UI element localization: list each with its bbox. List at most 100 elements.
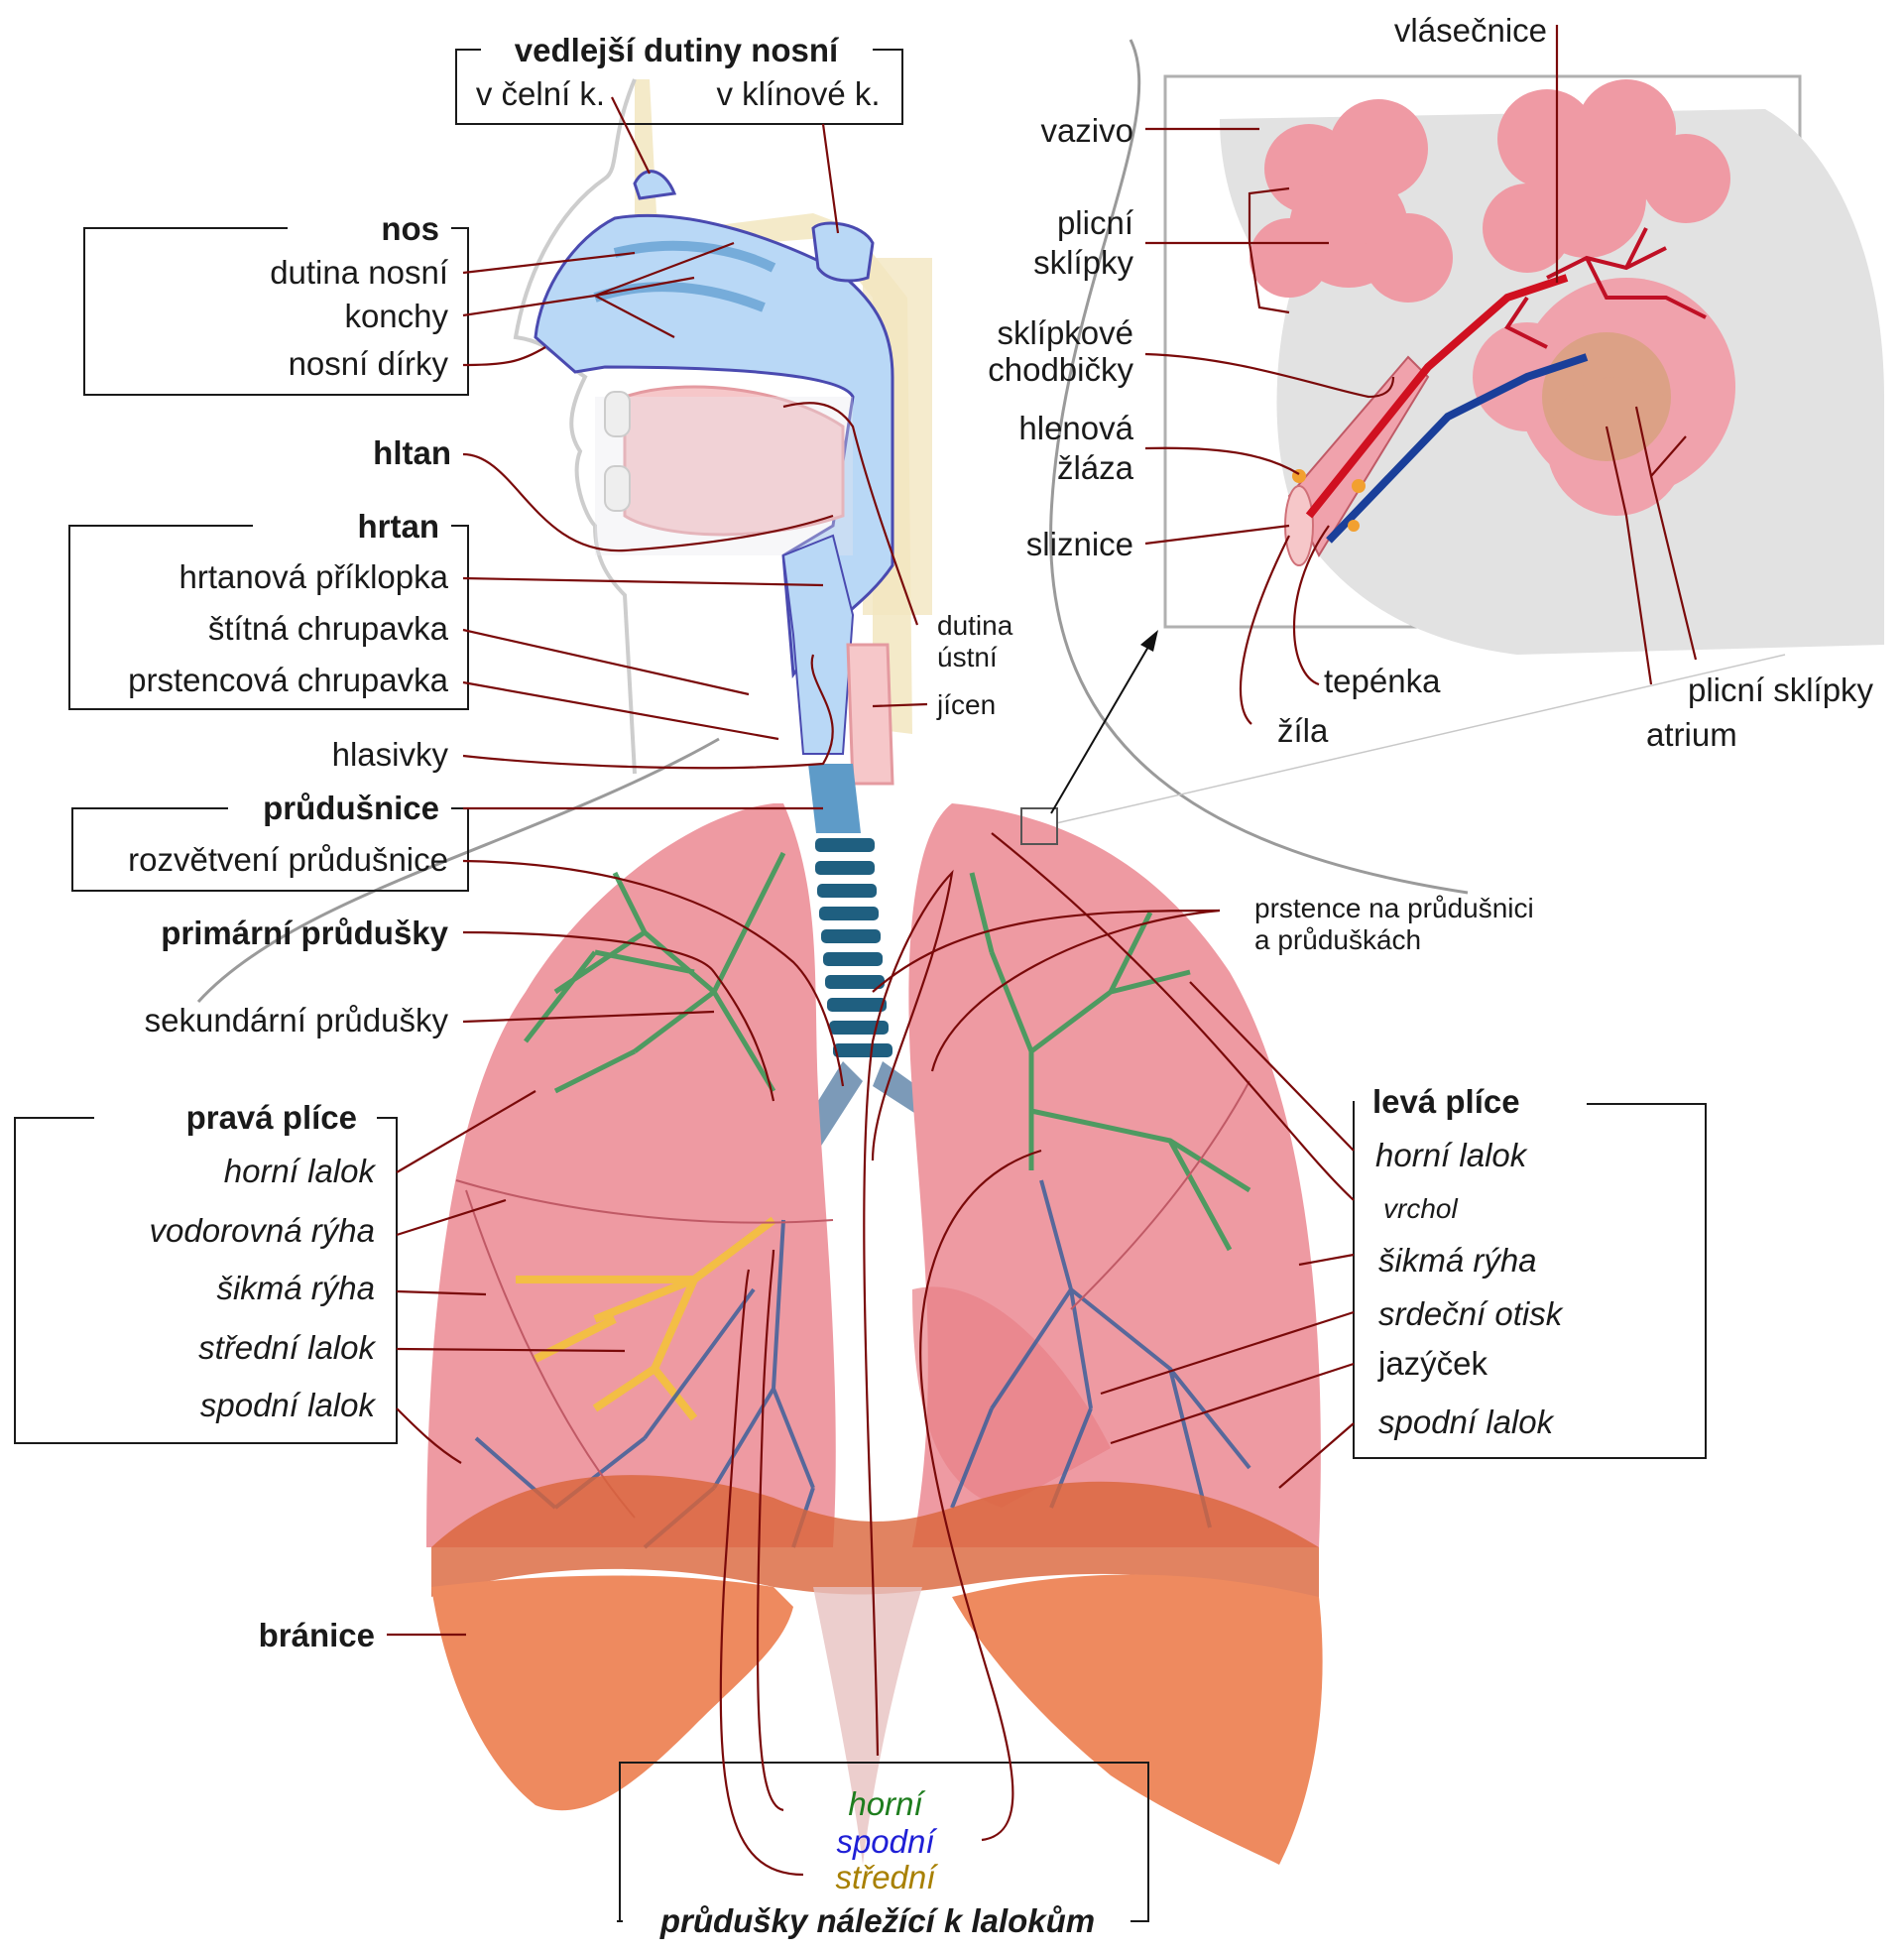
box-nose — [83, 227, 469, 396]
diaphragm-dome — [431, 1475, 1319, 1607]
head-guide-curve — [196, 737, 720, 1004]
tracheal-rings — [815, 838, 892, 1057]
left-oblique-fissure-line — [1070, 1080, 1250, 1310]
left-lower-bronchial-tree — [950, 1179, 1251, 1528]
frontal-sinus-shape — [633, 170, 677, 200]
concha-1 — [613, 240, 776, 273]
zoom-arrow — [1050, 634, 1156, 814]
label-alveolar-sacs: plicní sklípky — [1688, 671, 1874, 708]
guide-lines — [196, 39, 1786, 1004]
label-connective-tissue: vazivo — [1040, 112, 1133, 149]
label-epiglottis: hrtanová příklopka — [179, 558, 449, 595]
capillary-network — [1504, 227, 1707, 349]
right-lung-shape — [426, 803, 836, 1547]
tongue-region — [595, 397, 853, 555]
label-lobar-lower: spodní — [836, 1823, 937, 1860]
right-upper-bronchial-tree — [524, 851, 786, 1094]
head-section — [513, 78, 932, 786]
label-diaphragm: bránice — [259, 1617, 375, 1653]
label-nostrils: nosní dírky — [289, 345, 449, 382]
label-middle-lobe: střední lalok — [198, 1329, 376, 1366]
arteriole-vessel — [1305, 274, 1569, 519]
label-apex: vrchol — [1383, 1193, 1458, 1224]
box-sinuses — [455, 49, 903, 125]
label-right-oblique-fissure: šikmá rýha — [216, 1270, 375, 1306]
label-lobar-title: průdušky náležící k lalokům — [659, 1902, 1095, 1939]
sphenoid-sinus-shape — [811, 221, 875, 283]
right-middle-bronchial-tree — [516, 1216, 776, 1421]
label-lobar-upper: horní — [848, 1785, 925, 1822]
label-nose-title: nos — [381, 210, 439, 247]
label-mucosa: sliznice — [1026, 526, 1133, 562]
lower-teeth — [604, 465, 631, 512]
label-horizontal-fissure: vodorovná rýha — [150, 1212, 375, 1249]
larynx-shape — [781, 534, 855, 755]
diaphragm-section — [431, 1475, 1323, 1865]
box-right-lung — [14, 1117, 398, 1444]
label-right-lower-lobe: spodní lalok — [200, 1387, 377, 1423]
label-left-oblique-fissure: šikmá rýha — [1378, 1242, 1537, 1279]
label-sphenoid-sinus: v klínové k. — [716, 75, 880, 112]
diaphragm-lower-left — [431, 1575, 793, 1811]
label-venule: žíla — [1277, 712, 1329, 749]
right-horizontal-fissure-line — [455, 1179, 834, 1224]
oral-cavity-shape — [623, 385, 845, 537]
label-rings-1: prstence na průdušnici — [1254, 893, 1534, 923]
label-left-lung-title: levá plíce — [1372, 1083, 1520, 1120]
label-vocal-cords: hlasivky — [332, 736, 449, 773]
zoom-arrow-head — [1140, 630, 1158, 652]
label-cardiac-notch: srdeční otisk — [1378, 1295, 1564, 1332]
label-frontal-sinus: v čelní k. — [476, 75, 605, 112]
leader-lines — [387, 25, 1698, 1877]
label-alveoli-1: plicní — [1057, 204, 1133, 241]
label-sinuses-title: vedlejší dutiny nosní — [515, 32, 840, 68]
label-rings-2: a průduškách — [1254, 924, 1421, 955]
trachea-upper — [808, 764, 861, 833]
label-left-upper-lobe: horní lalok — [1375, 1137, 1528, 1173]
diaphragm-center — [813, 1587, 922, 1865]
label-esophagus: jícen — [936, 689, 996, 720]
label-pharynx: hltan — [373, 434, 451, 471]
inset-thin-guide — [1055, 654, 1786, 824]
label-carina: rozvětvení průdušnice — [128, 841, 448, 878]
label-larynx-title: hrtan — [358, 508, 440, 545]
label-arteriole: tepénka — [1324, 663, 1441, 699]
label-trachea-title: průdušnice — [263, 790, 439, 826]
esophagus-shape — [846, 643, 894, 786]
text-labels: vedlejší dutiny nosní v čelní k. v klíno… — [128, 12, 1873, 1939]
label-secondary-bronchi: sekundární průdušky — [145, 1002, 449, 1038]
inset-guide-curve — [1049, 39, 1469, 895]
label-primary-bronchi: primární průdušky — [161, 915, 448, 951]
label-nasal-cavity: dutina nosní — [270, 254, 448, 291]
venule-vessel — [1326, 353, 1589, 544]
upper-teeth — [604, 391, 631, 437]
label-boxes — [14, 49, 1707, 1922]
label-right-upper-lobe: horní lalok — [224, 1153, 377, 1189]
label-conchae: konchy — [344, 298, 448, 334]
label-capillaries: vlásečnice — [1394, 12, 1547, 49]
label-right-lung-title: pravá plíce — [186, 1099, 357, 1136]
label-oral-cavity-2: ústní — [937, 642, 998, 672]
label-alveolar-ducts-2: chodbičky — [988, 351, 1133, 388]
label-atrium: atrium — [1646, 716, 1737, 753]
label-cricoid-cartilage: prstencová chrupavka — [128, 662, 448, 698]
label-left-lower-lobe: spodní lalok — [1378, 1404, 1555, 1440]
cardiac-notch-shape — [912, 1286, 1111, 1508]
label-lingula: jazýček — [1377, 1345, 1488, 1382]
box-lobar-bronchi — [617, 1762, 1149, 1922]
label-alveolar-ducts-1: sklípkové — [997, 314, 1133, 351]
left-upper-bronchial-tree — [969, 872, 1251, 1252]
label-lobar-middle: střední — [836, 1859, 939, 1895]
box-left-lung — [1353, 1101, 1707, 1459]
label-mucous-gland-1: hlenová — [1018, 410, 1133, 446]
label-thyroid-cartilage: štítná chrupavka — [208, 610, 449, 647]
label-mucous-gland-2: žláza — [1057, 449, 1134, 486]
zoom-marker — [1020, 807, 1058, 845]
bronchiole-opening — [1284, 485, 1314, 566]
diaphragm-lower-right — [952, 1574, 1323, 1865]
lungs-section — [426, 803, 1321, 1549]
box-larynx — [68, 525, 469, 710]
label-oral-cavity-1: dutina — [937, 610, 1013, 641]
label-alveoli-2: sklípky — [1033, 244, 1133, 281]
